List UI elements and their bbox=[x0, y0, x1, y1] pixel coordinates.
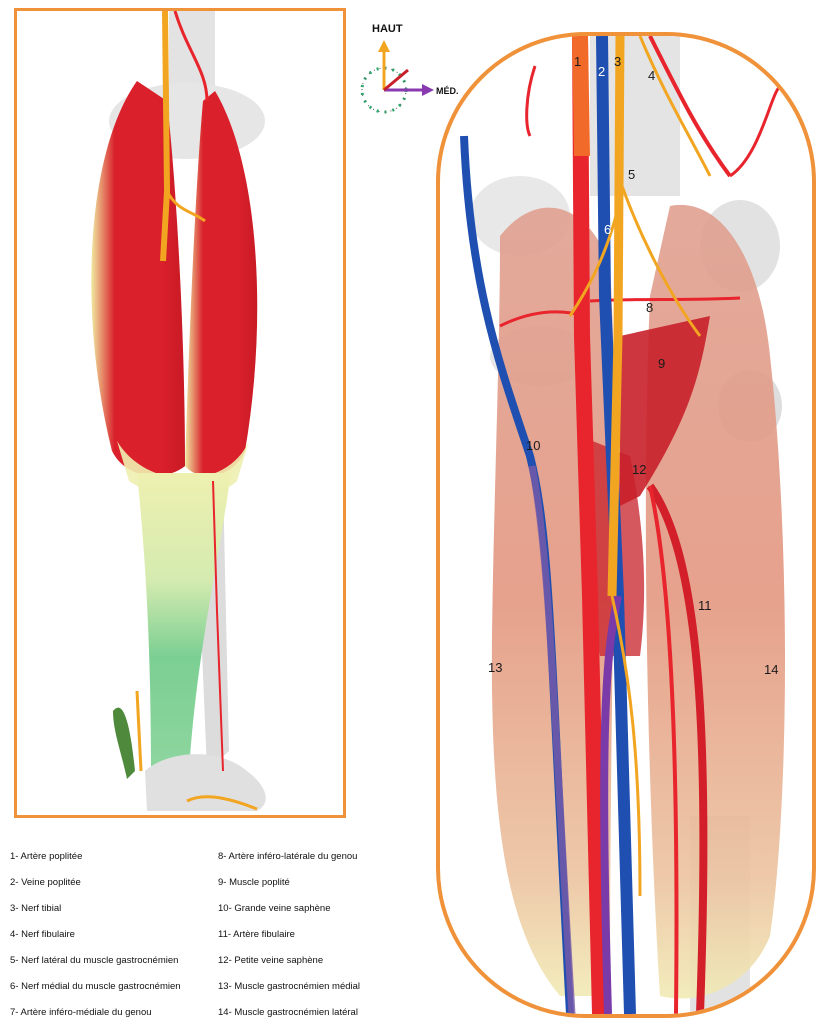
callout-10: 10 bbox=[526, 438, 540, 453]
legend-item-2: 2- Veine poplitée bbox=[10, 870, 181, 896]
legend-item-6: 6- Nerf médial du muscle gastrocnémien bbox=[10, 974, 181, 1000]
legend-item-7: 7- Artère inféro-médiale du genou bbox=[10, 1000, 181, 1026]
up-arrowhead bbox=[378, 40, 390, 52]
legend-item-3: 3- Nerf tibial bbox=[10, 896, 181, 922]
legend-item-11: 11- Artère fibulaire bbox=[218, 922, 360, 948]
legend-left-column: 1- Artère poplitée 2- Veine poplitée 3- … bbox=[10, 844, 181, 1026]
up-label: HAUT bbox=[372, 23, 403, 35]
legend-item-13: 13- Muscle gastrocnémien médial bbox=[218, 974, 360, 1000]
foot-bones bbox=[145, 754, 266, 811]
callout-1: 1 bbox=[574, 54, 581, 69]
medial-arrowhead bbox=[422, 84, 434, 96]
legend-item-4: 4- Nerf fibulaire bbox=[10, 922, 181, 948]
callout-14: 14 bbox=[764, 662, 778, 677]
legend-item-12: 12- Petite veine saphène bbox=[218, 948, 360, 974]
legend-item-5: 5- Nerf latéral du muscle gastrocnémien bbox=[10, 948, 181, 974]
legend-item-10: 10- Grande veine saphène bbox=[218, 896, 360, 922]
legend-item-9: 9- Muscle poplité bbox=[218, 870, 360, 896]
callout-6: 6 bbox=[604, 222, 611, 237]
callout-3: 3 bbox=[614, 54, 621, 69]
legend-item-14: 14- Muscle gastrocnémien latéral bbox=[218, 1000, 360, 1026]
ankle-nerve-overview bbox=[137, 691, 141, 771]
callout-2: 2 bbox=[598, 64, 605, 79]
medial-label: MÉD. bbox=[436, 86, 459, 96]
callout-11: 11 bbox=[698, 598, 712, 613]
superior-artery-branch-2 bbox=[730, 86, 780, 176]
leg-overview-illustration bbox=[17, 11, 343, 815]
foot-muscle bbox=[113, 708, 135, 779]
oblique-arrow bbox=[384, 70, 408, 90]
popliteal-detail-view: 1 2 3 4 5 6 8 9 10 11 12 13 14 bbox=[436, 32, 816, 1018]
callout-12: 12 bbox=[632, 462, 646, 477]
legend-item-8: 8- Artère inféro-latérale du genou bbox=[218, 844, 360, 870]
tibial-nerve-overview bbox=[163, 11, 167, 261]
callout-5: 5 bbox=[628, 167, 635, 182]
popliteal-detail-illustration: 1 2 3 4 5 6 8 9 10 11 12 13 14 bbox=[440, 36, 812, 1014]
legend-right-column: 8- Artère inféro-latérale du genou 9- Mu… bbox=[218, 844, 360, 1026]
callout-9: 9 bbox=[658, 356, 665, 371]
callout-4: 4 bbox=[648, 68, 655, 83]
callout-8: 8 bbox=[646, 300, 653, 315]
superior-artery-branch-3 bbox=[527, 66, 535, 136]
callout-13: 13 bbox=[488, 660, 502, 675]
posterior-leg-overview bbox=[14, 8, 346, 818]
orientation-compass: HAUT MÉD. bbox=[352, 8, 472, 118]
legend-item-1: 1- Artère poplitée bbox=[10, 844, 181, 870]
